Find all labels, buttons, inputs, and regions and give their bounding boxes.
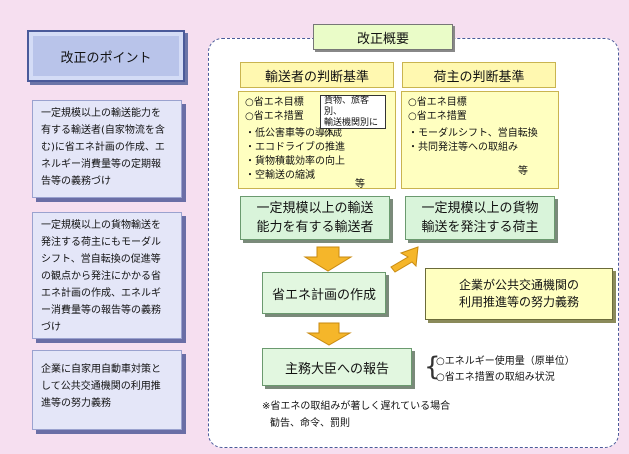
transporter-measure: ○省エネ措置 xyxy=(245,111,304,122)
minister-report-box: 主務大臣への報告 xyxy=(262,348,412,386)
report-item: ○省エネ措置の取組み状況 xyxy=(436,372,555,383)
transporter-item: ・エコドライブの推進 xyxy=(245,142,345,153)
shipper-item: ・モーダルシフト、営自転換 xyxy=(408,128,538,139)
shipper-criteria-header: 荷主の判断基準 xyxy=(402,62,556,88)
reform-summary-title: 改正概要 xyxy=(313,24,453,50)
report-item: ○エネルギー使用量（原単位） xyxy=(436,356,575,367)
footnote-penalty: 勧告、命令、罰則 xyxy=(270,418,350,429)
shipper-measure: ○省エネ措置 xyxy=(408,111,467,122)
shipper-criteria-box: ○省エネ目標 ○省エネ措置 ・モーダルシフト、営自転換 ・共同発注等への取組み xyxy=(401,91,559,189)
shipper-item: ・共同発注等への取組み xyxy=(408,142,518,153)
transporter-etc: 等 xyxy=(355,179,365,190)
transporter-criteria-header: 輸送者の判断基準 xyxy=(240,62,394,88)
shipper-etc: 等 xyxy=(518,166,528,177)
transporter-item: ・空輸送の縮減 xyxy=(245,170,315,181)
brace-icon: { xyxy=(424,352,441,382)
point-box-company: 企業に自家用自動車対策と して公共交通機関の利用推 進等の努力義務 xyxy=(32,350,182,430)
arrow-diagonal-icon xyxy=(390,246,419,273)
shipper-goal: ○省エネ目標 xyxy=(408,97,467,108)
arrow-down-icon xyxy=(303,246,353,272)
shipper-target-box: 一定規模以上の貨物 輸送を発注する荷主 xyxy=(405,196,555,240)
reform-points-title: 改正のポイント xyxy=(27,30,185,82)
transporter-target-box: 一定規模以上の輸送 能力を有する輸送者 xyxy=(240,196,390,240)
energy-plan-box: 省エネ計画の作成 xyxy=(262,272,386,314)
transporter-item: ・低公害車等の導入 xyxy=(245,128,335,139)
flow-arrows xyxy=(303,246,419,346)
company-effort-box: 企業が公共交通機関の 利用推進等の努力義務 xyxy=(425,268,613,320)
reform-points-title-text: 改正のポイント xyxy=(60,50,152,66)
transporter-goal: ○省エネ目標 xyxy=(245,97,304,108)
point-box-transporter: 一定規模以上の輸送能力を 有する輸送者(自家物流を含 む)に省エネ計画の作成、エ… xyxy=(32,100,182,198)
arrow-down-icon xyxy=(306,322,352,346)
footnote-condition: ※省エネの取組みが著しく遅れている場合 xyxy=(262,401,451,412)
transporter-bracket-note: 貨物、旅客別、 輸送機関別に 作成 xyxy=(320,95,386,139)
transporter-item: ・貨物積載効率の向上 xyxy=(245,156,345,167)
point-box-shipper: 一定規模以上の貨物輸送を 発注する荷主にもモーダル シフト、営自転換の促進等 の… xyxy=(32,212,182,339)
report-items: ○エネルギー使用量（原単位） ○省エネ措置の取組み状況 xyxy=(436,354,575,386)
